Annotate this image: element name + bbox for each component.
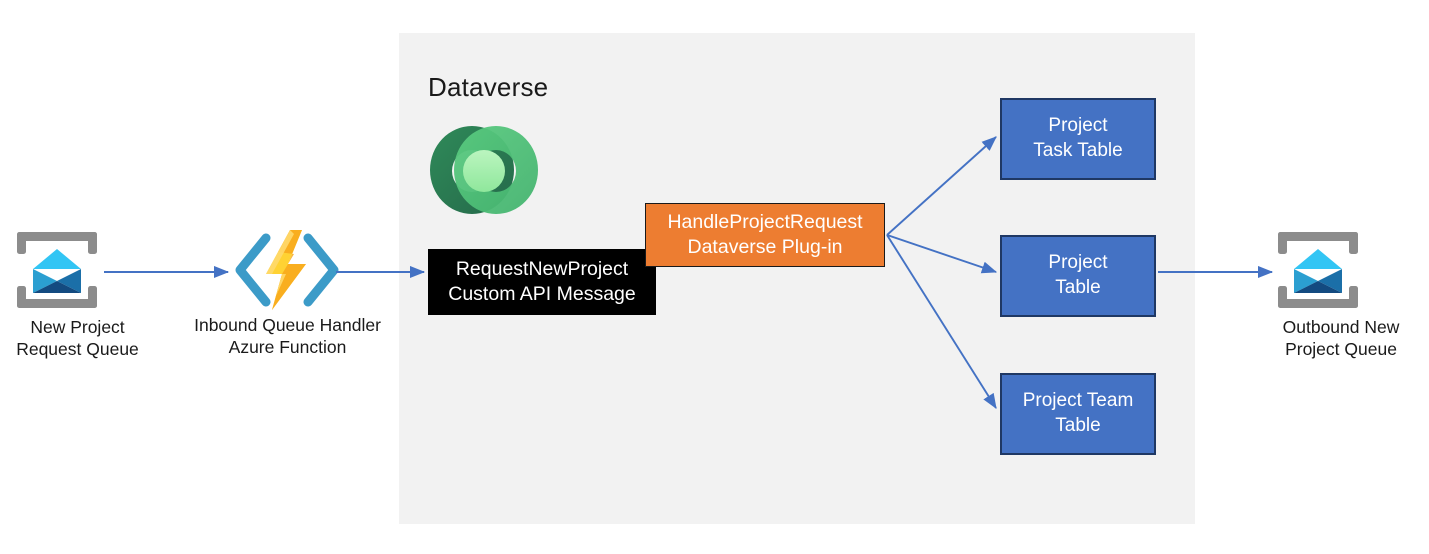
azure-function-label-line2: Azure Function — [228, 337, 347, 358]
project-task-table-line2: Task Table — [1033, 140, 1123, 161]
inbound-queue-label-line1: New Project — [30, 317, 125, 337]
outbound-queue-label-line1: Outbound New — [1282, 317, 1400, 337]
inbound-queue-icon — [15, 230, 99, 310]
plugin-line1: HandleProjectRequest — [667, 210, 863, 233]
dataverse-plugin-box[interactable]: HandleProjectRequest Dataverse Plug-in — [645, 203, 885, 267]
azure-function-label-line1: Inbound Queue Handler — [194, 315, 381, 335]
inbound-queue-label-line2: Request Queue — [16, 339, 139, 360]
project-table-line1: Project — [1048, 252, 1108, 274]
project-table-line2: Table — [1055, 277, 1101, 298]
dataverse-logo-icon — [426, 122, 542, 218]
project-team-table-box[interactable]: Project Team Table — [1000, 373, 1156, 455]
azure-function-icon — [232, 228, 342, 312]
outbound-queue-icon — [1276, 230, 1360, 310]
project-team-table-line1: Project Team — [1022, 390, 1134, 412]
outbound-queue-label-line2: Project Queue — [1285, 339, 1397, 360]
outbound-queue-label: Outbound New Project Queue — [1262, 316, 1420, 361]
plugin-line2: Dataverse Plug-in — [687, 236, 843, 258]
custom-api-line1: RequestNewProject — [455, 257, 629, 280]
azure-function-label: Inbound Queue Handler Azure Function — [186, 314, 389, 359]
project-task-table-line1: Project — [1048, 115, 1108, 137]
custom-api-line2: Custom API Message — [448, 283, 636, 305]
project-task-table-box[interactable]: Project Task Table — [1000, 98, 1156, 180]
dataverse-panel-title: Dataverse — [428, 72, 549, 102]
custom-api-message-box[interactable]: RequestNewProject Custom API Message — [428, 249, 656, 315]
project-team-table-line2: Table — [1055, 415, 1101, 436]
project-table-box[interactable]: Project Table — [1000, 235, 1156, 317]
inbound-queue-label: New Project Request Queue — [0, 316, 155, 361]
